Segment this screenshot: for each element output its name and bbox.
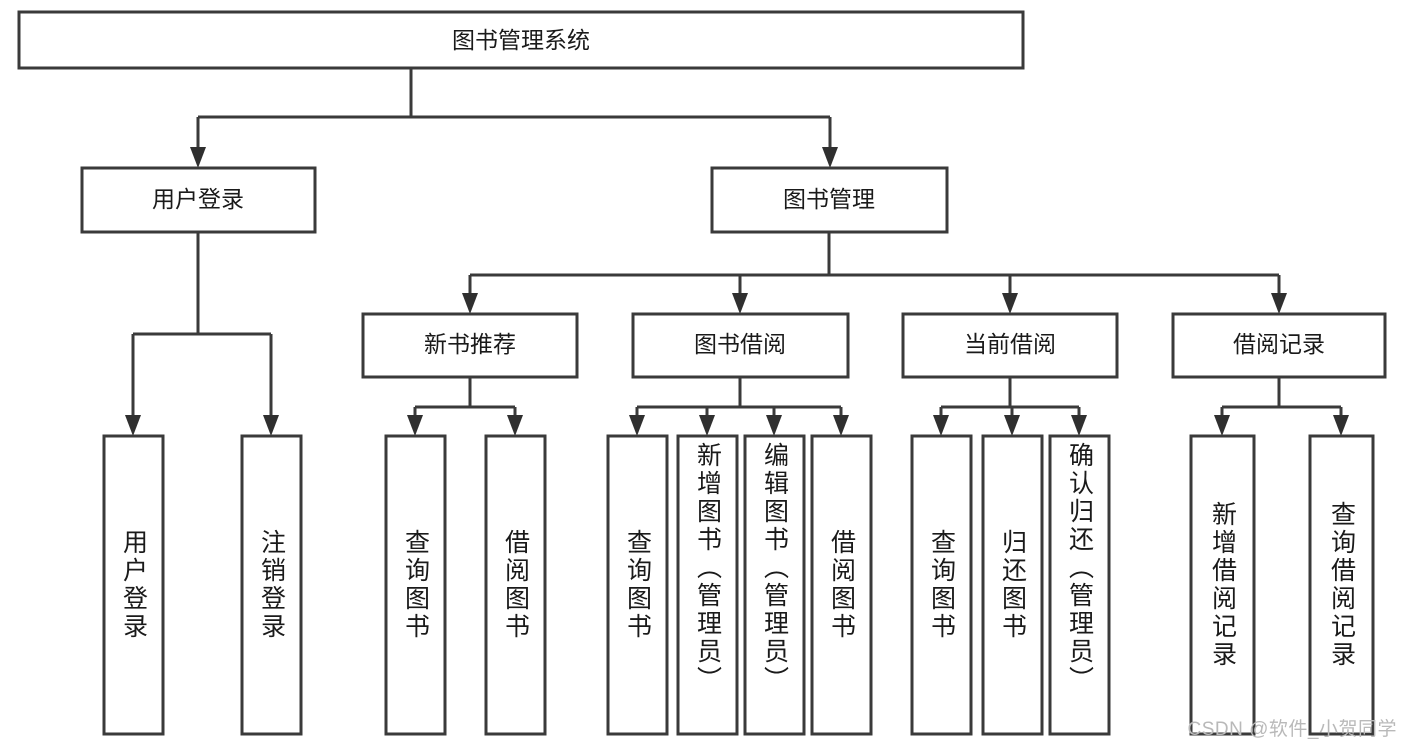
leaf-box-query-book-rec[interactable]	[384, 434, 447, 736]
csdn-watermark: CSDN @软件_小贺同学	[1187, 719, 1397, 740]
node-new-book-rec[interactable]: 新书推荐	[361, 312, 579, 379]
user-login-label: 用户登录	[152, 186, 244, 212]
leaf-box-query-book-cur[interactable]	[910, 434, 973, 736]
book-borrow-label: 图书借阅	[694, 331, 786, 357]
node-book-manage[interactable]: 图书管理	[710, 166, 949, 234]
arrow-to-leaf-logout	[263, 415, 279, 436]
node-user-login[interactable]: 用户登录	[80, 166, 317, 234]
arrow-to-leaf-confirm-return	[1071, 415, 1087, 436]
leaf-boxes	[102, 434, 1375, 736]
node-root[interactable]: 图书管理系统	[17, 10, 1025, 70]
leaf-box-user-login[interactable]	[102, 434, 165, 736]
arrow-to-leaf-borrow-book-bor	[833, 415, 849, 436]
leaf-box-borrow-book-rec[interactable]	[484, 434, 547, 736]
arrow-to-new-book-rec	[462, 293, 478, 314]
leaf-box-query-record[interactable]	[1308, 434, 1375, 736]
leaf-box-return-book[interactable]	[981, 434, 1044, 736]
connector-book-manage-to-level3	[462, 232, 1287, 314]
book-borrow-box-rect[interactable]	[631, 312, 850, 379]
arrow-to-leaf-query-book-rec	[407, 415, 423, 436]
book-manage-label: 图书管理	[783, 186, 875, 212]
leaf-box-query-book-bor[interactable]	[606, 434, 669, 736]
leaf-box-borrow-book-bor[interactable]	[810, 434, 873, 736]
arrow-to-leaf-query-book-bor	[629, 415, 645, 436]
arrow-to-borrow-record	[1271, 293, 1287, 314]
leaf-box-edit-book[interactable]	[743, 434, 806, 736]
node-book-borrow[interactable]: 图书借阅	[631, 312, 850, 379]
connector-user-login-to-leaves	[125, 232, 279, 436]
arrow-to-leaf-edit-book	[766, 415, 782, 436]
arrow-to-current-borrow	[1002, 293, 1018, 314]
current-borrow-label: 当前借阅	[964, 331, 1056, 357]
root-box-rect[interactable]	[17, 10, 1025, 70]
arrow-to-leaf-return-book	[1004, 415, 1020, 436]
leaf-box-add-record[interactable]	[1189, 434, 1256, 736]
current-borrow-box-rect[interactable]	[901, 312, 1119, 379]
arrow-to-user-login	[190, 147, 206, 168]
new-book-rec-label: 新书推荐	[424, 331, 516, 357]
leaf-box-add-book[interactable]	[676, 434, 739, 736]
arrow-to-leaf-query-record	[1333, 415, 1349, 436]
root-label: 图书管理系统	[452, 27, 590, 53]
arrow-to-leaf-query-book-cur	[933, 415, 949, 436]
arrow-to-leaf-borrow-book-rec	[507, 415, 523, 436]
connector-root-to-level2	[190, 68, 838, 168]
arrow-to-book-manage	[822, 147, 838, 168]
connector-current-borrow-to-leaves	[933, 377, 1087, 436]
connector-borrow-record-to-leaves	[1214, 377, 1349, 436]
node-borrow-record[interactable]: 借阅记录	[1171, 312, 1387, 379]
node-current-borrow[interactable]: 当前借阅	[901, 312, 1119, 379]
new-book-rec-box-rect[interactable]	[361, 312, 579, 379]
arrow-to-book-borrow	[732, 293, 748, 314]
leaf-box-confirm-return[interactable]	[1048, 434, 1111, 736]
arrow-to-leaf-add-book	[699, 415, 715, 436]
arrow-to-leaf-add-record	[1214, 415, 1230, 436]
book-manage-box-rect[interactable]	[710, 166, 949, 234]
borrow-record-label: 借阅记录	[1233, 331, 1325, 357]
connector-new-book-rec-to-leaves	[407, 377, 523, 436]
arrow-to-leaf-user-login	[125, 415, 141, 436]
leaf-box-logout[interactable]	[240, 434, 303, 736]
connector-book-borrow-to-leaves	[629, 377, 849, 436]
borrow-record-box-rect[interactable]	[1171, 312, 1387, 379]
